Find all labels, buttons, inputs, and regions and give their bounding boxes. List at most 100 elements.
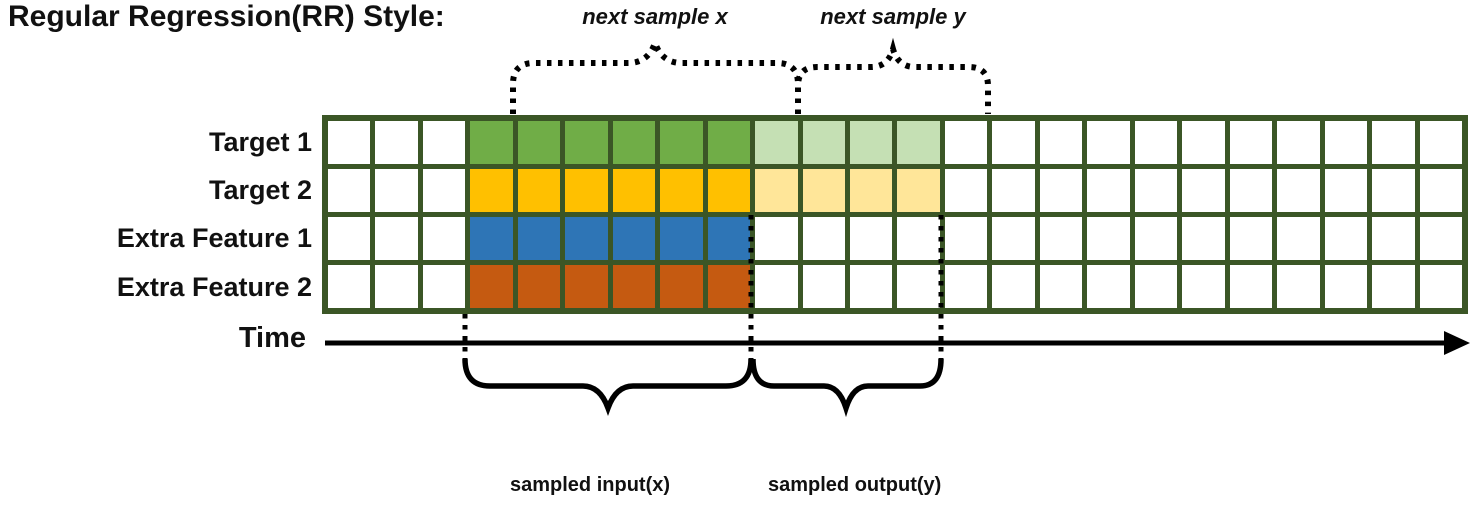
sampled-input-title: sampled input(x) [510, 474, 671, 496]
row-label-extra-feature-1: Extra Feature 1 [116, 223, 312, 253]
grid-cell [1229, 265, 1273, 308]
grid-cell [1324, 121, 1368, 164]
row-label-extra-feature-2: Extra Feature 2 [116, 272, 312, 302]
grid-cell [470, 265, 513, 308]
grid-cell [850, 121, 893, 164]
grid-cell [375, 217, 418, 260]
grid-cell [707, 169, 751, 212]
next-sample-x-brace [510, 33, 801, 114]
time-arrow-head-icon [1444, 331, 1470, 355]
grid-cell [897, 169, 940, 212]
grid-cell [992, 217, 1035, 260]
grid-cell [565, 121, 608, 164]
sample-grid [322, 115, 1468, 314]
grid-cell [707, 265, 751, 308]
grid-cell [328, 265, 371, 308]
grid-cell [944, 217, 988, 260]
grid-cell [1419, 265, 1462, 308]
grid-cell [755, 121, 798, 164]
grid-cell [944, 265, 988, 308]
grid-cell [1087, 121, 1130, 164]
grid-cell [517, 217, 561, 260]
grid-cell [660, 169, 703, 212]
grid-cell [1087, 217, 1130, 260]
grid-cell [660, 217, 703, 260]
grid-cell [1134, 169, 1178, 212]
grid-cell [517, 265, 561, 308]
grid-cell [612, 265, 656, 308]
grid-cell [1372, 217, 1415, 260]
sampled-output-note: sampled output(y) horizon=4 output_featu… [768, 418, 984, 516]
grid-cell [897, 265, 940, 308]
grid-cell [707, 217, 751, 260]
grid-cell [1087, 265, 1130, 308]
grid-cell [565, 217, 608, 260]
grid-cell [422, 265, 466, 308]
grid-cell [660, 121, 703, 164]
grid-cell [944, 121, 988, 164]
grid-cell [992, 265, 1035, 308]
grid-cell [328, 217, 371, 260]
grid-cell [375, 265, 418, 308]
grid-cell [992, 121, 1035, 164]
grid-cell [802, 265, 846, 308]
grid-cell [897, 121, 940, 164]
grid-cell [1182, 217, 1225, 260]
grid-cell [422, 121, 466, 164]
grid-cell [517, 121, 561, 164]
grid-cell [1324, 217, 1368, 260]
grid-cell [1324, 169, 1368, 212]
grid-cell [1419, 121, 1462, 164]
grid-cell [1134, 121, 1178, 164]
row-label-target-1: Target 1 [208, 127, 312, 157]
grid-cell [1324, 265, 1368, 308]
grid-cell [850, 169, 893, 212]
grid-cell [1039, 265, 1083, 308]
grid-cell [1182, 121, 1225, 164]
grid-cell [755, 169, 798, 212]
grid-cell [707, 121, 751, 164]
grid-cell [850, 265, 893, 308]
grid-cell [755, 265, 798, 308]
grid-cell [944, 169, 988, 212]
grid-cell [1372, 169, 1415, 212]
sampled-output-title: sampled output(y) [768, 474, 942, 496]
grid-cell [1277, 217, 1320, 260]
grid-cell [565, 169, 608, 212]
grid-cell [802, 217, 846, 260]
grid-cell [802, 121, 846, 164]
grid-cell [612, 121, 656, 164]
grid-cell [565, 265, 608, 308]
next-sample-y-brace [795, 37, 991, 114]
grid-cell [660, 265, 703, 308]
time-axis-label: Time [238, 322, 306, 354]
grid-cell [850, 217, 893, 260]
grid-cell [422, 217, 466, 260]
grid-cell [1039, 121, 1083, 164]
grid-cell [1182, 169, 1225, 212]
grid-cell [1134, 217, 1178, 260]
grid-cell [612, 169, 656, 212]
grid-cell [755, 217, 798, 260]
grid-cell [1039, 217, 1083, 260]
sampled-input-brace [462, 358, 754, 417]
grid-cell [897, 217, 940, 260]
grid-cell [1039, 169, 1083, 212]
diagram-title: Regular Regression(RR) Style: [8, 0, 445, 33]
grid-cell [802, 169, 846, 212]
grid-cell [1134, 265, 1178, 308]
grid-cell [375, 121, 418, 164]
grid-cell [1419, 169, 1462, 212]
grid-cell [1229, 121, 1273, 164]
grid-cell [1182, 265, 1225, 308]
next-sample-x-label: next sample x [582, 4, 728, 29]
grid-cell [1372, 121, 1415, 164]
grid-cell [375, 169, 418, 212]
grid-cell [470, 169, 513, 212]
grid-cell [470, 121, 513, 164]
grid-cell [1229, 169, 1273, 212]
grid-cell [470, 217, 513, 260]
grid-cell [1372, 265, 1415, 308]
grid-cell [328, 169, 371, 212]
